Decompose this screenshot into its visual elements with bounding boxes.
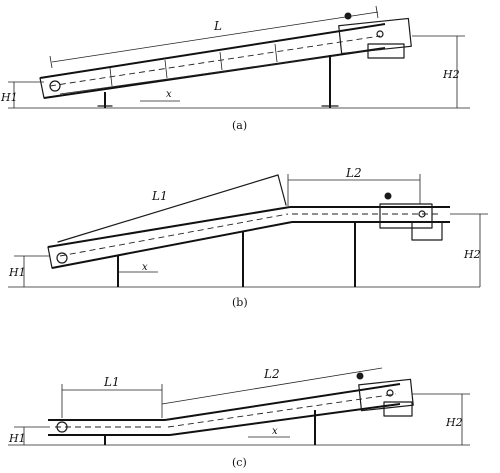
label-h2-a: H2 (442, 68, 460, 81)
tail-pulley-icon-c (56, 421, 68, 433)
label-h1-a: H1 (0, 91, 18, 104)
motor-icon-b (384, 192, 392, 200)
head-drive-box-b (379, 203, 433, 229)
head-pulley-icon-a (376, 30, 384, 38)
motor-icon-a (344, 12, 352, 20)
label-x-b: x (142, 262, 148, 273)
label-h1-b: H1 (8, 266, 26, 279)
dim-l2-line-c (161, 367, 383, 405)
belt-center-a (49, 35, 381, 87)
discharge-chute-a (367, 43, 405, 59)
tail-end-b (47, 246, 53, 269)
head-pulley-icon-b (418, 210, 426, 218)
label-l2-c: L2 (263, 367, 280, 381)
label-l1-c: L1 (103, 375, 120, 389)
caption-b: (b) (232, 296, 248, 309)
belt-top-incline-b (47, 206, 291, 248)
label-h2-c: H2 (445, 416, 463, 429)
frame-ticks-a (109, 43, 278, 87)
head-drive-box-c (358, 378, 414, 412)
dim-l-ext2-a (375, 5, 379, 19)
label-x-a: x (166, 89, 172, 100)
cover-top-b (57, 174, 279, 243)
belt-top-a (39, 23, 386, 79)
tail-pulley-icon-b (56, 252, 68, 264)
discharge-chute-b (411, 221, 443, 241)
tail-pulley-icon-a (49, 80, 61, 92)
belt-bottom-incline-b (51, 221, 293, 269)
diagram-a: L H1 H2 x (a) (0, 5, 470, 132)
diagram-c: L1 L2 H1 H2 x (c) (8, 367, 470, 469)
caption-c: (c) (232, 456, 247, 469)
belt-center-incline-b (59, 213, 289, 257)
label-l2-b: L2 (345, 166, 362, 180)
label-l-a: L (213, 19, 222, 33)
caption-a: (a) (232, 119, 247, 132)
label-x-c: x (272, 426, 278, 437)
dim-l-line-a (51, 11, 379, 63)
head-pulley-icon-c (386, 389, 394, 397)
belt-bottom-incline-c (169, 403, 401, 436)
label-h2-b: H2 (463, 248, 481, 261)
head-drive-box-a (338, 17, 412, 55)
diagram-b: L1 L2 H1 H2 x (b) (8, 166, 488, 309)
label-h1-c: H1 (8, 432, 26, 445)
belt-center-incline-c (167, 393, 397, 428)
cover-end-b (277, 174, 287, 206)
dim-l-ext1-a (49, 55, 53, 69)
return-belt-a (59, 54, 341, 95)
label-l1-b: L1 (151, 189, 168, 203)
tail-end-a (39, 77, 45, 99)
motor-icon-c (356, 372, 364, 380)
belt-top-incline-c (164, 383, 401, 421)
discharge-chute-c (383, 401, 413, 417)
